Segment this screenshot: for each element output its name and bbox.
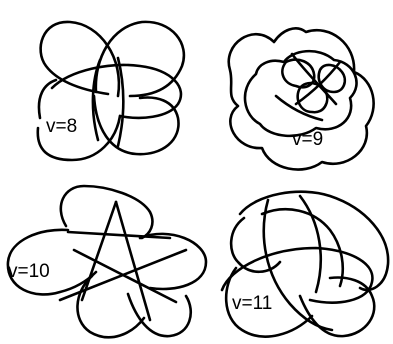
knot-v10-lobe-bottom-right xyxy=(126,292,192,338)
knot-v10-strand-star-5 xyxy=(72,248,178,304)
knot-v9-loop-outer xyxy=(227,27,375,171)
knot-v11-strand-cross-3 xyxy=(260,207,344,288)
diagram-label-v8: v=8 xyxy=(46,116,78,137)
knot-diagram-v10 xyxy=(6,184,208,339)
diagram-label-v9: v=9 xyxy=(292,129,324,150)
knot-v8-lobe-lower-left xyxy=(36,78,122,162)
knot-v8-strand-inner-left xyxy=(91,58,102,142)
knot-v8-band-middle xyxy=(50,63,183,120)
knot-v11-strand-cross-1 xyxy=(262,198,334,332)
knot-v9-loop-inner-center xyxy=(296,81,329,114)
knot-v10-lobe-left xyxy=(6,228,98,296)
knot-diagram-v8 xyxy=(36,20,186,162)
knot-v11-loop-lower xyxy=(220,246,374,304)
knot-v11-loop-left-vertical xyxy=(229,216,282,274)
knot-v9-loop-inner-large xyxy=(243,49,358,138)
knot-v8-lobe-upper-right xyxy=(94,20,186,98)
knot-v8-lobe-upper-left xyxy=(39,20,121,98)
knot-v9-strand-cross-2 xyxy=(294,60,342,106)
knot-v10-strand-star-3 xyxy=(114,200,152,322)
knot-v10-lobe-top xyxy=(59,184,154,240)
knot-v11-loop-outer xyxy=(238,190,390,292)
knot-v9-strand-cross-3 xyxy=(274,94,324,122)
knot-v9-strand-cross-1 xyxy=(290,52,338,106)
knot-v10-strand-star-2 xyxy=(80,200,118,302)
knot-v8-strand-inner-right xyxy=(116,56,125,148)
knot-v11-loop-bottom-right xyxy=(298,276,376,338)
knot-v9-loop-inner-left xyxy=(281,58,316,89)
knot-diagram-v9 xyxy=(227,27,375,171)
knot-v11-strand-cross-2 xyxy=(298,194,322,294)
knot-v10-strand-star-1 xyxy=(66,230,172,240)
knot-diagram-v11 xyxy=(220,190,390,338)
knot-v8-lobe-lower-right xyxy=(92,94,180,156)
diagram-label-v10: v=10 xyxy=(8,261,50,282)
diagram-label-v11: v=11 xyxy=(232,293,273,314)
knot-v10-lobe-right xyxy=(138,232,208,291)
knot-v11-loop-left xyxy=(224,266,314,338)
